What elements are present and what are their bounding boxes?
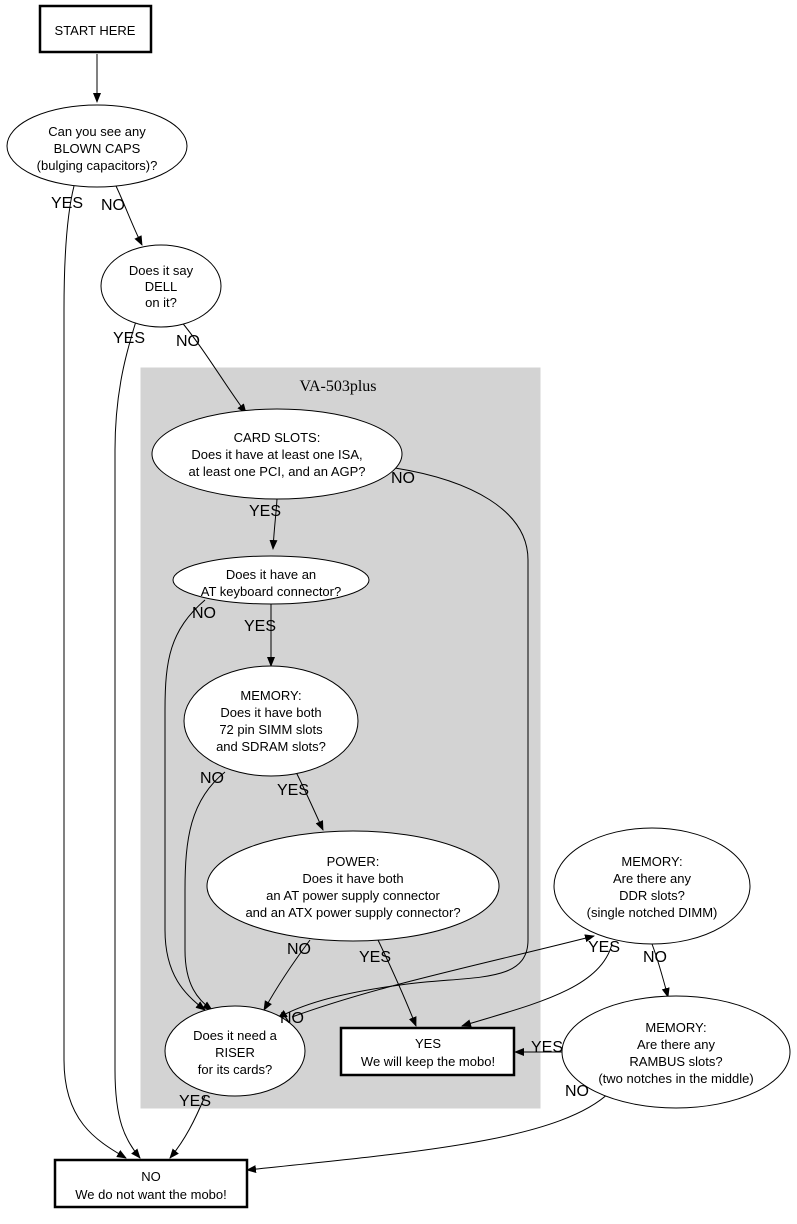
riser-text-line: RISER — [215, 1045, 255, 1060]
edge-ddr-yes — [461, 943, 613, 1028]
caps-text-line: (bulging capacitors)? — [37, 158, 158, 173]
edge-rambus-no — [246, 1091, 611, 1174]
nomobo-text-line: We do not want the mobo! — [75, 1187, 227, 1202]
label-power-no: NO — [287, 941, 311, 958]
edge-power-no — [263, 939, 311, 1011]
slots-text-line: at least one PCI, and an AGP? — [188, 464, 365, 479]
power-text-line: Does it have both — [302, 871, 403, 886]
rambus-text-line: Are there any — [637, 1037, 716, 1052]
start-text-line: START HERE — [55, 23, 136, 38]
edge-power-yes — [377, 939, 417, 1027]
edge-slots-yes — [269, 498, 278, 550]
edge-dell-no — [179, 319, 247, 414]
edge-mem-no — [184, 771, 226, 1011]
blown-caps-node — [6, 104, 188, 188]
label-mem-yes: YES — [277, 782, 309, 799]
nomobo-text-line: NO — [141, 1169, 161, 1184]
kbd-text-line: Does it have an — [226, 567, 316, 582]
cluster-label: VA-503plus — [299, 378, 376, 395]
card-slots-node — [151, 408, 403, 500]
rambus-text-line: MEMORY: — [645, 1020, 706, 1035]
edge-kbd-no — [164, 599, 206, 1011]
ddr-text-line: DDR slots? — [619, 888, 685, 903]
rambus-text-line: (two notches in the middle) — [598, 1071, 753, 1086]
keep-mobo-box — [339, 1026, 516, 1077]
ddr-text-line: Are there any — [613, 871, 692, 886]
slots-text-line: CARD SLOTS: — [234, 430, 321, 445]
label-ddr-no: NO — [643, 949, 667, 966]
riser-text-line: Does it need a — [193, 1028, 278, 1043]
caps-text-line: Can you see any — [48, 124, 146, 139]
label-rambus-yes: YES — [531, 1039, 563, 1056]
edge-riser-no — [291, 934, 595, 1018]
riser-text-line: for its cards? — [198, 1062, 272, 1077]
keyboard-node — [172, 555, 370, 605]
keep-text-line: We will keep the mobo! — [361, 1054, 495, 1069]
label-kbd-no: NO — [192, 605, 216, 622]
riser-node — [164, 1005, 306, 1097]
ddr-node — [553, 827, 751, 945]
memory-simm-node — [183, 665, 359, 777]
dell-node — [100, 244, 222, 328]
edge-riser-yes — [169, 1095, 206, 1159]
mem-text-line: 72 pin SIMM slots — [219, 722, 323, 737]
edges — [63, 54, 670, 1174]
label-power-yes: YES — [359, 949, 391, 966]
mem-text-line: Does it have both — [220, 705, 321, 720]
power-text-line: and an ATX power supply connector? — [245, 905, 460, 920]
power-node — [206, 830, 500, 942]
keep-text-line: YES — [415, 1036, 441, 1051]
power-text-line: an AT power supply connector — [266, 888, 440, 903]
edge-slots-no — [277, 467, 529, 1019]
label-dell-yes: YES — [113, 330, 145, 347]
label-riser-no: NO — [280, 1010, 304, 1027]
no-mobo-box — [53, 1158, 249, 1209]
label-slots-yes: YES — [249, 503, 281, 520]
label-rambus-no: NO — [565, 1083, 589, 1100]
kbd-text-line: AT keyboard connector? — [201, 584, 341, 599]
start-box — [38, 4, 153, 54]
caps-text-line: BLOWN CAPS — [54, 141, 141, 156]
ddr-text-line: (single notched DIMM) — [587, 905, 718, 920]
label-mem-no: NO — [200, 770, 224, 787]
dell-text-line: DELL — [145, 279, 178, 294]
edge-ddr-no — [651, 943, 670, 998]
label-riser-yes: YES — [179, 1093, 211, 1110]
label-slots-no: NO — [391, 470, 415, 487]
edge-labels: YES NO YES NO YES NO YES NO YES NO YES N… — [51, 195, 667, 1110]
edge-dell-yes — [114, 317, 141, 1159]
rambus-node — [561, 995, 791, 1109]
dell-text-line: on it? — [145, 295, 177, 310]
edge-caps-yes — [63, 185, 127, 1159]
rambus-text-line: RAMBUS slots? — [629, 1054, 722, 1069]
label-caps-yes: YES — [51, 195, 83, 212]
ddr-text-line: MEMORY: — [621, 854, 682, 869]
power-text-line: POWER: — [327, 854, 380, 869]
label-dell-no: NO — [176, 333, 200, 350]
label-ddr-yes: YES — [588, 939, 620, 956]
label-caps-no: NO — [101, 197, 125, 214]
edge-mem-yes — [295, 771, 324, 831]
mem-text-line: and SDRAM slots? — [216, 739, 326, 754]
label-kbd-yes: YES — [244, 618, 276, 635]
dell-text-line: Does it say — [129, 263, 194, 278]
slots-text-line: Does it have at least one ISA, — [191, 447, 362, 462]
mem-text-line: MEMORY: — [240, 688, 301, 703]
edge-caps-no — [115, 185, 143, 246]
